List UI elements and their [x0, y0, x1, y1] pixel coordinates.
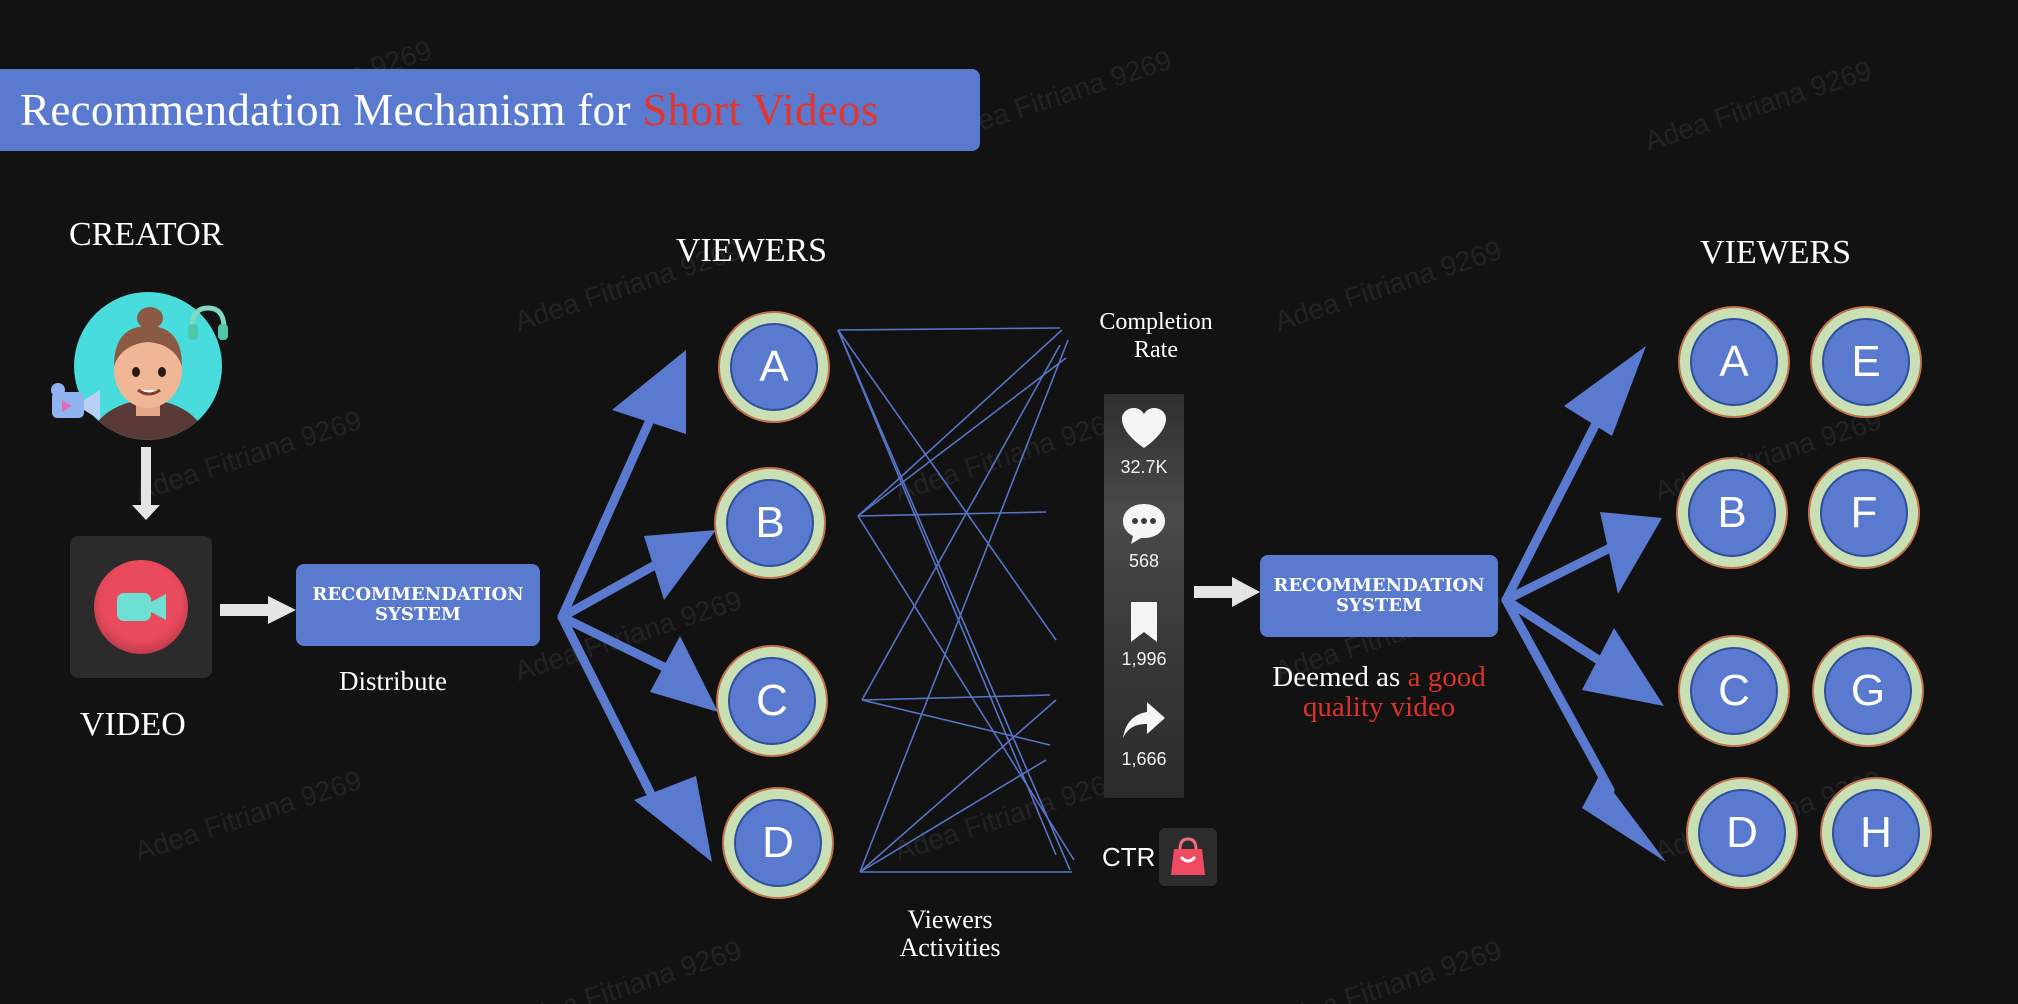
comments-count: 568: [1128, 551, 1160, 571]
video-camera-icon: [117, 593, 166, 621]
heart-icon: [1122, 408, 1166, 448]
shares-count: 1,666: [1121, 749, 1167, 769]
shopping-bag-tile: [1159, 828, 1218, 886]
title-highlight: Short Videos: [642, 85, 879, 135]
video-thumbnail: [70, 536, 212, 678]
distribute-arrows: [557, 350, 718, 862]
viewer-node-letter: G: [1824, 647, 1912, 735]
activities-line2: Activities: [899, 933, 1001, 962]
person-icon: [87, 307, 209, 440]
viewer-node-letter: D: [1698, 789, 1786, 877]
viewer-node: B: [1676, 457, 1788, 569]
viewer-node: C: [716, 645, 828, 757]
verdict-highlight: quality video: [1302, 691, 1456, 723]
viewer-node: D: [722, 787, 834, 899]
completion-line1: Completion: [1099, 309, 1213, 335]
system-label-line2: SYSTEM: [1336, 595, 1422, 616]
quality-verdict: Deemed as a good quality video: [1236, 662, 1522, 722]
activities-line1: Viewers: [907, 905, 993, 934]
viewer-node-letter: C: [728, 657, 816, 745]
page-title: Recommendation Mechanism for Short Video…: [0, 69, 980, 151]
ctr-label: CTR: [1102, 841, 1156, 872]
viewer-node-letter: B: [726, 479, 814, 567]
completion-line2: Rate: [1134, 337, 1178, 363]
recommendation-system-box: RECOMMENDATION SYSTEM: [296, 564, 540, 646]
viewer-node: A: [718, 311, 830, 423]
recommendation-system-box-final: RECOMMENDATION SYSTEM: [1260, 555, 1498, 637]
viewer-node-letter: C: [1690, 647, 1778, 735]
viewer-node-letter: B: [1688, 469, 1776, 557]
viewers-initial-label: VIEWERS: [676, 232, 828, 269]
ctr-metric: CTR: [1102, 828, 1218, 886]
comments-stat: 568: [1104, 500, 1184, 572]
shares-stat: 1,666: [1104, 698, 1184, 770]
video-record-badge: [94, 560, 188, 654]
camera-icon: [51, 383, 100, 420]
viewer-node: G: [1812, 635, 1924, 747]
metrics-to-system-arrow: [1194, 577, 1260, 607]
video-to-system-arrow: [220, 596, 296, 624]
title-prefix: Recommendation Mechanism for: [20, 85, 631, 135]
viewer-node: H: [1820, 777, 1932, 889]
viewers-activities-caption: Viewers Activities: [880, 906, 1020, 962]
saves-stat: 1,996: [1104, 598, 1184, 670]
system-label-line1: RECOMMENDATION: [1273, 575, 1485, 596]
creator-to-video-arrow: [132, 447, 160, 520]
distribute-caption: Distribute: [339, 666, 447, 696]
share-icon: [1123, 702, 1165, 738]
shopping-bag-icon: [1171, 837, 1206, 875]
completion-rate-label: Completion Rate: [1086, 308, 1226, 364]
verdict-prefix: Deemed as: [1272, 661, 1401, 693]
likes-count: 32.7K: [1120, 457, 1168, 477]
viewer-node-letter: E: [1822, 318, 1910, 406]
viewer-node-letter: D: [734, 799, 822, 887]
viewer-node: E: [1810, 306, 1922, 418]
viewer-node: F: [1808, 457, 1920, 569]
verdict-highlight: a good: [1407, 661, 1486, 693]
viewer-node: A: [1678, 306, 1790, 418]
video-label: VIDEO: [80, 706, 186, 743]
creator-label: CREATOR: [69, 216, 224, 253]
viewer-activity-lines: [837, 327, 1075, 873]
viewer-node: B: [714, 467, 826, 579]
headphones-icon: [188, 305, 228, 340]
comment-icon: [1123, 504, 1165, 544]
expand-reach-arrows: [1501, 346, 1666, 862]
bookmark-icon: [1131, 602, 1157, 642]
engagement-stats: 32.7K 568 1,996 1,666: [1104, 394, 1184, 798]
viewers-expanded-label: VIEWERS: [1700, 234, 1852, 271]
viewer-node-letter: A: [730, 323, 818, 411]
saves-count: 1,996: [1121, 649, 1167, 669]
viewer-node-letter: F: [1820, 469, 1908, 557]
viewer-node: C: [1678, 635, 1790, 747]
system-label-line1: RECOMMENDATION: [312, 584, 524, 605]
likes-stat: 32.7K: [1104, 406, 1184, 478]
system-label-line2: SYSTEM: [375, 604, 461, 625]
viewer-node-letter: A: [1690, 318, 1778, 406]
viewer-node: D: [1686, 777, 1798, 889]
viewer-node-letter: H: [1832, 789, 1920, 877]
